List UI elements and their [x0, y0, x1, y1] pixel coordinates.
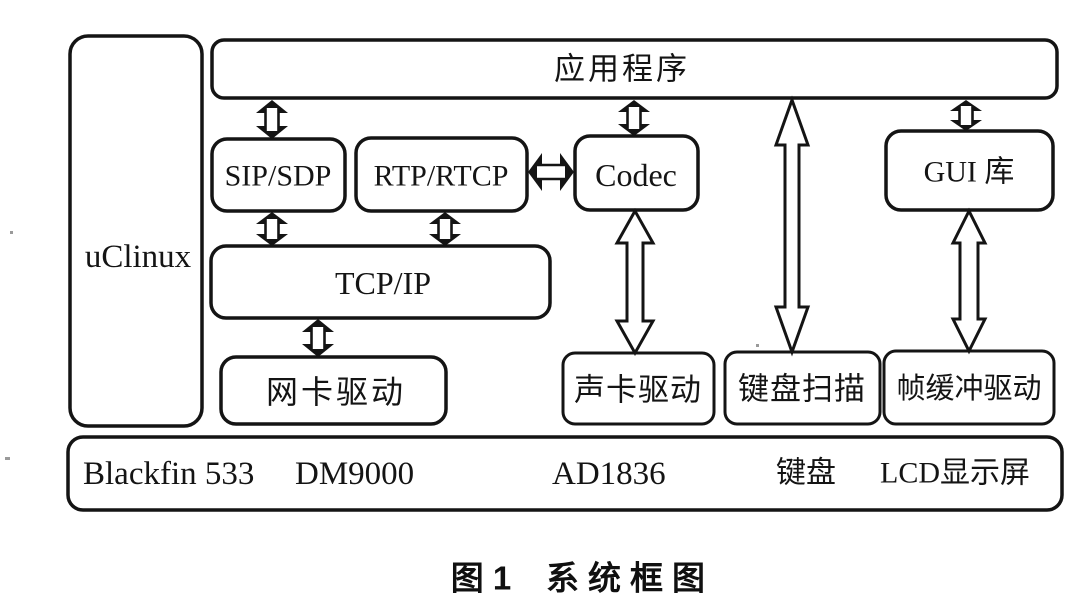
- figure-caption-number: 图 1: [451, 560, 512, 597]
- hardware-audio-label: AD1836: [552, 456, 666, 492]
- keypad-scan-label: 键盘扫描: [738, 372, 866, 407]
- sip-sdp-label: SIP/SDP: [225, 160, 332, 193]
- arrow-tcpip-nicdriver: [302, 319, 334, 357]
- hardware-lcd-label: LCD显示屏: [880, 457, 1030, 490]
- sound-driver-box: [561, 351, 716, 426]
- arrow-app-codec: [618, 100, 650, 136]
- keypad-scan-box: [723, 350, 882, 426]
- uclinux-box: [68, 34, 204, 428]
- arrow-app-gui: [950, 100, 982, 131]
- nic-driver-label: 网卡驱动: [266, 374, 406, 410]
- sound-driver-label: 声卡驱动: [574, 373, 702, 408]
- tcp-ip-box: [209, 244, 552, 320]
- scan-speckle: [10, 231, 13, 234]
- application-box: [210, 38, 1059, 100]
- scan-speckle: [5, 457, 10, 460]
- arrow-codec-sounddriver: [614, 207, 656, 357]
- rtp-rtcp-box: [354, 136, 529, 213]
- arrow-sipsdp-tcpip: [256, 212, 288, 246]
- codec-box: [573, 134, 700, 212]
- arrow-rtprtcp-tcpip: [429, 212, 461, 246]
- uclinux-label: uClinux: [85, 239, 192, 275]
- arrow-gui-framebuffer: [950, 207, 988, 355]
- codec-label: Codec: [595, 157, 677, 193]
- arrow-app-keypadscan: [773, 95, 811, 357]
- arrow-rtprtcp-codec: [528, 153, 574, 191]
- gui-lib-label: GUI 库: [924, 156, 1015, 189]
- figure-caption-title: 系统框图: [546, 560, 714, 597]
- nic-driver-box: [219, 355, 448, 426]
- application-label: 应用程序: [554, 52, 690, 87]
- arrow-app-sipsdp: [256, 100, 288, 139]
- hardware-ethernet-label: DM9000: [295, 456, 414, 492]
- rtp-rtcp-label: RTP/RTCP: [374, 160, 509, 193]
- tcp-ip-label: TCP/IP: [335, 265, 431, 301]
- hardware-box: [66, 435, 1064, 512]
- hardware-cpu-label: Blackfin 533: [83, 456, 254, 492]
- framebuffer-driver-label: 帧缓冲驱动: [896, 372, 1041, 405]
- sip-sdp-box: [210, 137, 347, 213]
- hardware-keypad-label: 键盘: [776, 457, 836, 490]
- scan-speckle: [756, 344, 759, 347]
